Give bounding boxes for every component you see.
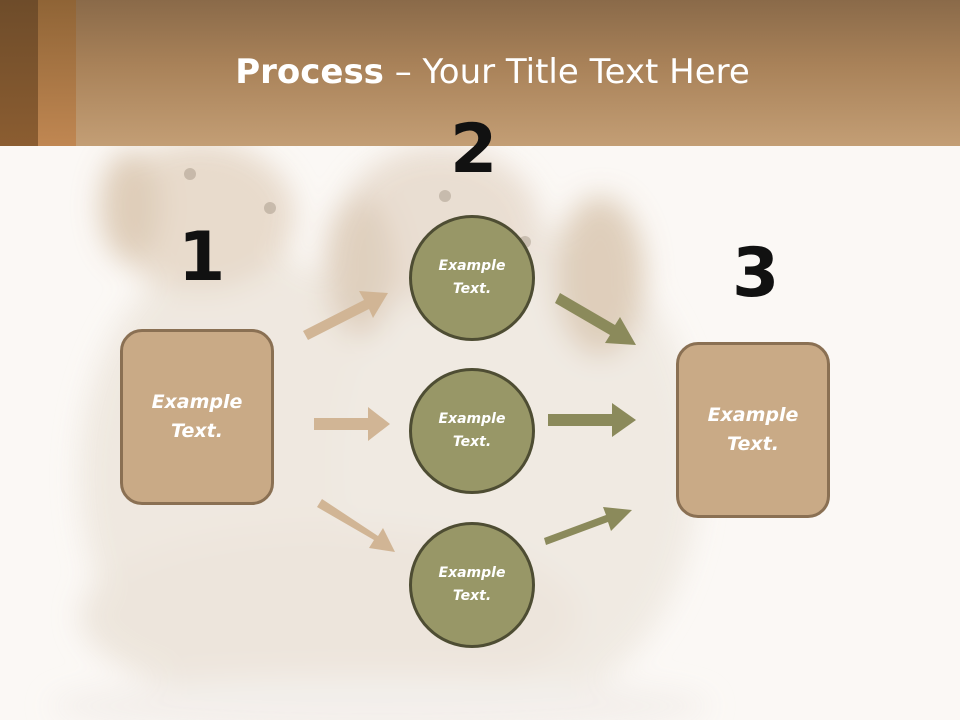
- circle-bottom-text: Example Text.: [438, 565, 506, 604]
- arrow-left-to-bottom: [317, 499, 395, 552]
- box-left-text: Example Text.: [151, 391, 243, 442]
- arrow-left-to-top: [303, 291, 388, 340]
- process-circle-top: Example Text.: [409, 215, 535, 341]
- arrow-middle-to-right: [548, 403, 636, 437]
- circle-top-text: Example Text.: [438, 258, 506, 297]
- process-box-right: Example Text.: [676, 342, 830, 518]
- process-circle-middle: Example Text.: [409, 368, 535, 494]
- slide-title: Process – Your Title Text Here: [0, 52, 960, 92]
- arrow-top-to-right: [555, 293, 636, 345]
- banner-accent-light: [38, 0, 76, 146]
- process-circle-bottom: Example Text.: [409, 522, 535, 648]
- arrow-left-to-middle: [314, 407, 390, 441]
- process-box-left: Example Text.: [120, 329, 274, 505]
- step-number-1: 1: [178, 218, 226, 297]
- step-number-3: 3: [732, 234, 780, 313]
- title-banner: Process – Your Title Text Here: [0, 0, 960, 146]
- box-right-text: Example Text.: [707, 404, 799, 455]
- banner-accent-dark: [0, 0, 38, 146]
- title-bold: Process: [235, 52, 384, 92]
- step-number-2: 2: [450, 110, 498, 189]
- circle-middle-text: Example Text.: [438, 411, 506, 450]
- arrow-bottom-to-right: [544, 507, 632, 545]
- title-rest: – Your Title Text Here: [383, 52, 750, 92]
